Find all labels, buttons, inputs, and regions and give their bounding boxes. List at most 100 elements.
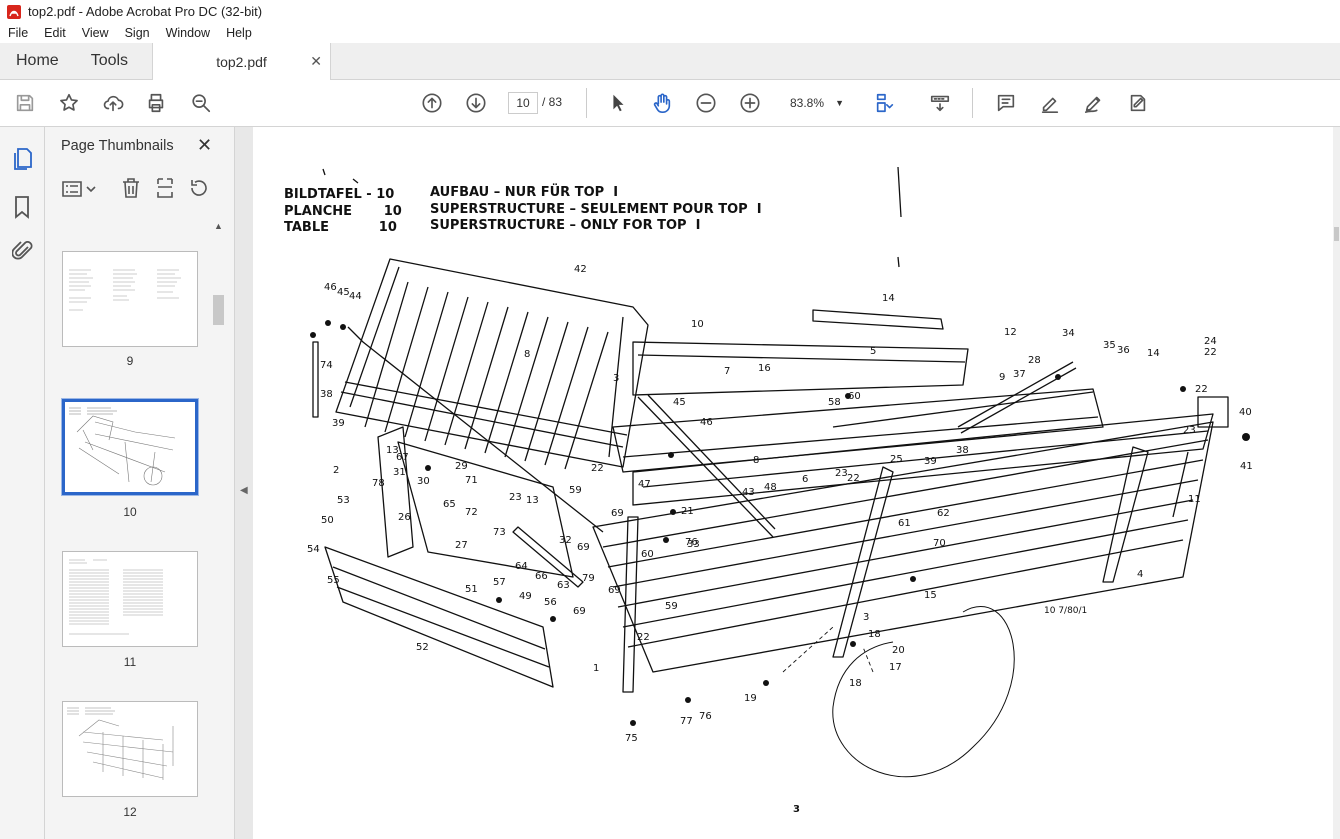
part-label: 4 — [1137, 569, 1144, 580]
save-icon[interactable] — [13, 91, 37, 115]
tab-bar: Home Tools top2.pdf ✕ — [0, 43, 1340, 80]
part-label: 18 — [849, 678, 862, 689]
part-label: 23 — [1183, 425, 1196, 436]
thumbnail-label: 10 — [123, 505, 137, 519]
tab-document[interactable]: top2.pdf ✕ — [152, 43, 331, 80]
draw-sign-icon[interactable] — [1082, 91, 1106, 115]
part-label: 56 — [544, 597, 557, 608]
next-page-icon[interactable] — [464, 91, 488, 115]
menu-bar: File Edit View Sign Window Help — [0, 23, 1340, 43]
menu-file[interactable]: File — [8, 26, 29, 40]
page-thumbnails-icon[interactable] — [12, 147, 34, 176]
page-thumbnail-9[interactable] — [62, 251, 198, 347]
part-label: 71 — [465, 475, 478, 486]
comment-icon[interactable] — [994, 91, 1018, 115]
part-label: 74 — [320, 360, 333, 371]
part-label: 70 — [933, 538, 946, 549]
part-label: 16 — [758, 363, 771, 374]
menu-sign[interactable]: Sign — [124, 26, 150, 40]
part-label: 48 — [764, 482, 777, 493]
part-label: 78 — [372, 478, 385, 489]
zoom-search-icon[interactable] — [189, 91, 213, 115]
part-label: 18 — [868, 629, 881, 640]
page-total: / 83 — [542, 95, 563, 109]
bookmark-star-icon[interactable] — [57, 91, 81, 115]
part-label: 28 — [1028, 355, 1041, 366]
panel-collapse-handle[interactable]: ◀ — [235, 127, 253, 839]
part-label: 51 — [465, 584, 478, 595]
hand-tool-icon[interactable] — [650, 91, 674, 115]
scroll-up-arrow[interactable]: ▲ — [214, 221, 223, 231]
part-label: 38 — [956, 445, 969, 456]
part-label: 24 — [1204, 336, 1217, 347]
part-label: 22 — [591, 463, 604, 474]
menu-edit[interactable]: Edit — [44, 26, 66, 40]
part-label: 7 — [724, 366, 731, 377]
part-label: 22 — [637, 632, 650, 643]
page-thumbnail-10[interactable] — [61, 398, 199, 496]
document-scrollbar[interactable] — [1333, 127, 1340, 839]
part-label: 66 — [535, 571, 548, 582]
page-display-icon[interactable] — [873, 91, 897, 115]
part-label: 15 — [924, 590, 937, 601]
part-label: 46 — [324, 282, 337, 293]
menu-window[interactable]: Window — [165, 26, 211, 40]
part-label: 20 — [892, 645, 905, 656]
scrollbar-thumb[interactable] — [213, 295, 224, 325]
zoom-in-icon[interactable] — [738, 91, 762, 115]
page-number-input[interactable]: 10 — [508, 92, 538, 114]
highlight-pen-icon[interactable] — [1038, 91, 1062, 115]
part-label: 69 — [611, 508, 624, 519]
thumbnail-table-preview — [69, 559, 163, 635]
part-label: 69 — [608, 585, 621, 596]
part-label: 29 — [455, 461, 468, 472]
page-thumbnail-11[interactable] — [62, 551, 198, 647]
part-label: 39 — [332, 418, 345, 429]
part-label: 69 — [573, 606, 586, 617]
upload-cloud-icon[interactable] — [101, 91, 125, 115]
part-label: 3 — [613, 373, 620, 384]
rotate-page-icon[interactable] — [188, 177, 210, 204]
extract-pages-icon[interactable] — [155, 177, 175, 204]
close-panel-icon[interactable]: ✕ — [197, 135, 213, 155]
bookmarks-icon[interactable] — [13, 195, 31, 224]
thumbnails-panel: Page Thumbnails ✕ 9 10 — [45, 127, 235, 839]
collapse-left-arrow-icon[interactable]: ◀ — [240, 485, 248, 496]
left-rail — [0, 127, 45, 839]
panel-title: Page Thumbnails — [61, 138, 174, 154]
header-right-2: SUPERSTRUCTURE – SEULEMENT POUR TOP I — [430, 202, 762, 217]
part-label: 23 — [509, 492, 522, 503]
part-label: 76 — [699, 711, 712, 722]
print-icon[interactable] — [144, 91, 168, 115]
edit-stamp-icon[interactable] — [1126, 91, 1150, 115]
scrollbar-thumb[interactable] — [1334, 227, 1339, 241]
part-label: 75 — [625, 733, 638, 744]
zoom-out-icon[interactable] — [694, 91, 718, 115]
window-title: top2.pdf - Adobe Acrobat Pro DC (32-bit) — [28, 4, 263, 19]
scroll-mode-icon[interactable] — [928, 91, 952, 115]
part-label: 8 — [753, 455, 760, 466]
previous-page-icon[interactable] — [420, 91, 444, 115]
close-tab-icon[interactable]: ✕ — [310, 53, 322, 69]
part-label: 67 — [396, 452, 409, 463]
menu-view[interactable]: View — [81, 26, 109, 40]
zoom-level-select[interactable]: 83.8%▼ — [784, 92, 852, 114]
part-label: 21 — [681, 506, 694, 517]
part-label: 30 — [417, 476, 430, 487]
tab-home[interactable]: Home — [16, 52, 59, 69]
exploded-parts-drawing — [310, 166, 1250, 778]
delete-page-icon[interactable] — [121, 177, 141, 204]
part-label: 1 — [593, 663, 600, 674]
tab-tools[interactable]: Tools — [90, 52, 129, 69]
part-label: 34 — [1062, 328, 1075, 339]
thumbnails-scrollbar[interactable]: ▲ — [212, 221, 225, 839]
page-thumbnail-12[interactable] — [62, 701, 198, 797]
attachments-paperclip-icon[interactable] — [11, 239, 34, 268]
part-label: 41 — [1240, 461, 1253, 472]
thumbnail-options-icon[interactable] — [61, 179, 97, 204]
thumbnail-label: 9 — [126, 354, 134, 368]
part-label: 52 — [416, 642, 429, 653]
select-cursor-icon[interactable] — [606, 91, 630, 115]
menu-help[interactable]: Help — [226, 26, 252, 40]
part-label: 26 — [398, 512, 411, 523]
